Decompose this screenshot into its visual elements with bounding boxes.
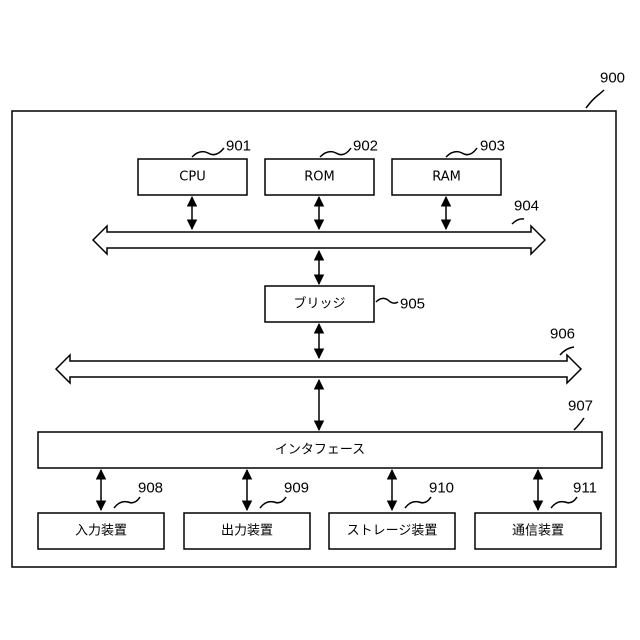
cpu-label: CPU — [179, 170, 205, 185]
ram-label: RAM — [432, 170, 461, 185]
bridge-ref-label: 905 — [400, 296, 425, 313]
rom-ref-label: 902 — [353, 138, 378, 155]
communication-device-label: 通信装置 — [512, 524, 564, 539]
output-device-ref-label: 909 — [284, 480, 309, 497]
output-device-label: 出力装置 — [221, 524, 273, 539]
storage-device-ref-label: 910 — [429, 480, 454, 497]
system-ref-leader — [586, 90, 604, 108]
rom-label: ROM — [304, 170, 334, 185]
storage-device-label: ストレージ装置 — [347, 524, 438, 539]
input-device-label: 入力装置 — [75, 524, 127, 539]
bridge-label: ブリッジ — [293, 296, 345, 312]
interface-ref-label: 907 — [568, 398, 593, 415]
communication-device-ref-label: 911 — [573, 480, 597, 497]
ram-ref-label: 903 — [480, 138, 505, 155]
system-ref-label: 900 — [600, 70, 625, 87]
host-bus-ref-label: 904 — [514, 198, 539, 215]
input-device-ref-label: 908 — [138, 480, 163, 497]
interface-label: インタフェース — [275, 443, 365, 458]
cpu-ref-label: 901 — [226, 138, 251, 155]
external-bus-ref-label: 906 — [550, 326, 575, 343]
